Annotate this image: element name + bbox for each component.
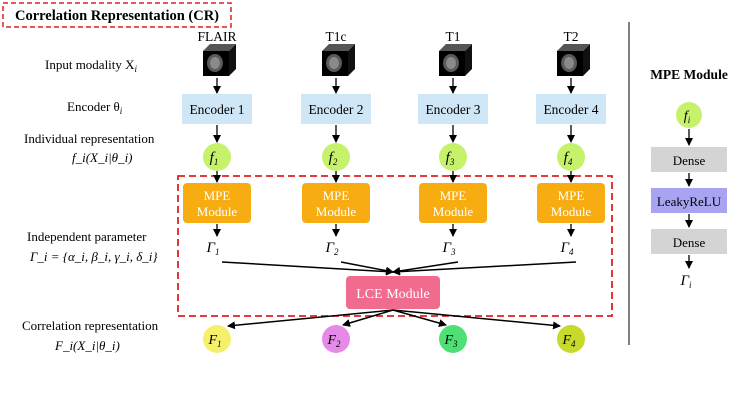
gamma-symbol: Γ3 — [441, 240, 456, 257]
label-encoder: Encoder θi — [67, 99, 123, 116]
label-input: Input modality Xi — [45, 57, 138, 74]
f-circle — [557, 143, 585, 171]
mpe-box — [183, 183, 251, 223]
mpe-line2: Module — [551, 204, 592, 219]
mpe-module-panel: MPE Module fi Dense LeakyReLU Dense Γi — [650, 67, 728, 290]
label-independent-2: Γ_i = {α_i, β_i, γ_i, δ_i} — [29, 249, 158, 264]
modality-column-t1: T1 Encoder 3 f3 MPE Module Γ3 F3 — [418, 29, 488, 353]
encoder-box — [182, 94, 252, 124]
f-circle — [203, 143, 231, 171]
title-frame — [2, 2, 232, 28]
label-individual-2: f_i(X_i|θ_i) — [72, 150, 133, 165]
f-symbol: f2 — [329, 150, 338, 167]
f-circle — [322, 143, 350, 171]
mri-volume-thumbnail — [439, 44, 472, 76]
lce-module-box — [346, 276, 440, 309]
modality-name: T1c — [326, 29, 347, 44]
mri-volume-thumbnail — [557, 44, 590, 76]
modality-name: T1 — [446, 29, 461, 44]
mpe-panel-input-symbol: fi — [684, 109, 691, 125]
mpe-line1: MPE — [558, 188, 585, 203]
mpe-panel-input-circle — [676, 102, 702, 128]
encoder-box — [418, 94, 488, 124]
mpe-box — [537, 183, 605, 223]
modality-column-t2: T2 Encoder 4 f4 MPE Module Γ4 F4 — [536, 29, 606, 353]
encoder-label: Encoder 4 — [543, 102, 598, 117]
F-symbol: F3 — [443, 333, 458, 349]
mpe-line1: MPE — [323, 188, 350, 203]
F-circle — [203, 325, 231, 353]
f-circle — [439, 143, 467, 171]
label-correlation-2: F_i(X_i|θ_i) — [54, 338, 120, 353]
mpe-line2: Module — [433, 204, 474, 219]
gamma-symbol: Γ4 — [559, 240, 574, 257]
encoder-label: Encoder 1 — [189, 102, 244, 117]
modality-name: FLAIR — [197, 29, 236, 44]
F-circle — [322, 325, 350, 353]
title-text: Correlation Representation (CR) — [15, 8, 219, 24]
dense-layer-2-label: Dense — [673, 235, 706, 250]
f-symbol: f1 — [210, 150, 219, 167]
encoder-box — [536, 94, 606, 124]
label-correlation-1: Correlation representation — [22, 318, 159, 333]
mpe-panel-output-symbol: Γi — [679, 273, 692, 290]
label-individual-1: Individual representation — [24, 131, 155, 146]
mpe-panel-title: MPE Module — [650, 67, 728, 82]
modality-column-t1c: T1c Encoder 2 f2 MPE Module Γ2 F2 — [301, 29, 371, 353]
encoder-label: Encoder 2 — [308, 102, 363, 117]
lce-module-label: LCE Module — [356, 287, 430, 302]
mpe-line1: MPE — [204, 188, 231, 203]
dense-layer-1-label: Dense — [673, 153, 706, 168]
encoder-label: Encoder 3 — [425, 102, 480, 117]
gamma-symbol: Γ2 — [324, 240, 339, 257]
lce-to-F-arrows — [227, 309, 561, 330]
mri-volume-thumbnail — [322, 44, 355, 76]
f-symbol: f3 — [446, 150, 455, 167]
F-symbol: F4 — [561, 333, 576, 349]
gamma-symbol: Γ1 — [205, 240, 219, 257]
F-symbol: F1 — [207, 333, 221, 349]
F-symbol: F2 — [326, 333, 341, 349]
f-symbol: f4 — [564, 150, 573, 167]
dense-layer-2 — [651, 229, 727, 254]
encoder-box — [301, 94, 371, 124]
modality-name: T2 — [564, 29, 579, 44]
mpe-line1: MPE — [440, 188, 467, 203]
mpe-box — [302, 183, 370, 223]
mri-volume-thumbnail — [203, 44, 236, 76]
dense-layer-1 — [651, 147, 727, 172]
leakyrelu-layer-label: LeakyReLU — [657, 194, 722, 209]
mpe-box — [419, 183, 487, 223]
gamma-to-lce-arrows — [221, 261, 577, 276]
mpe-lce-frame — [177, 175, 613, 317]
F-circle — [439, 325, 467, 353]
mpe-line2: Module — [197, 204, 238, 219]
F-circle — [557, 325, 585, 353]
label-independent-1: Independent parameter — [27, 229, 147, 244]
leakyrelu-layer — [651, 188, 727, 213]
mpe-line2: Module — [316, 204, 357, 219]
modality-column-flair: FLAIR Encoder 1 f1 MPE Module Γ1 F1 — [182, 29, 252, 353]
